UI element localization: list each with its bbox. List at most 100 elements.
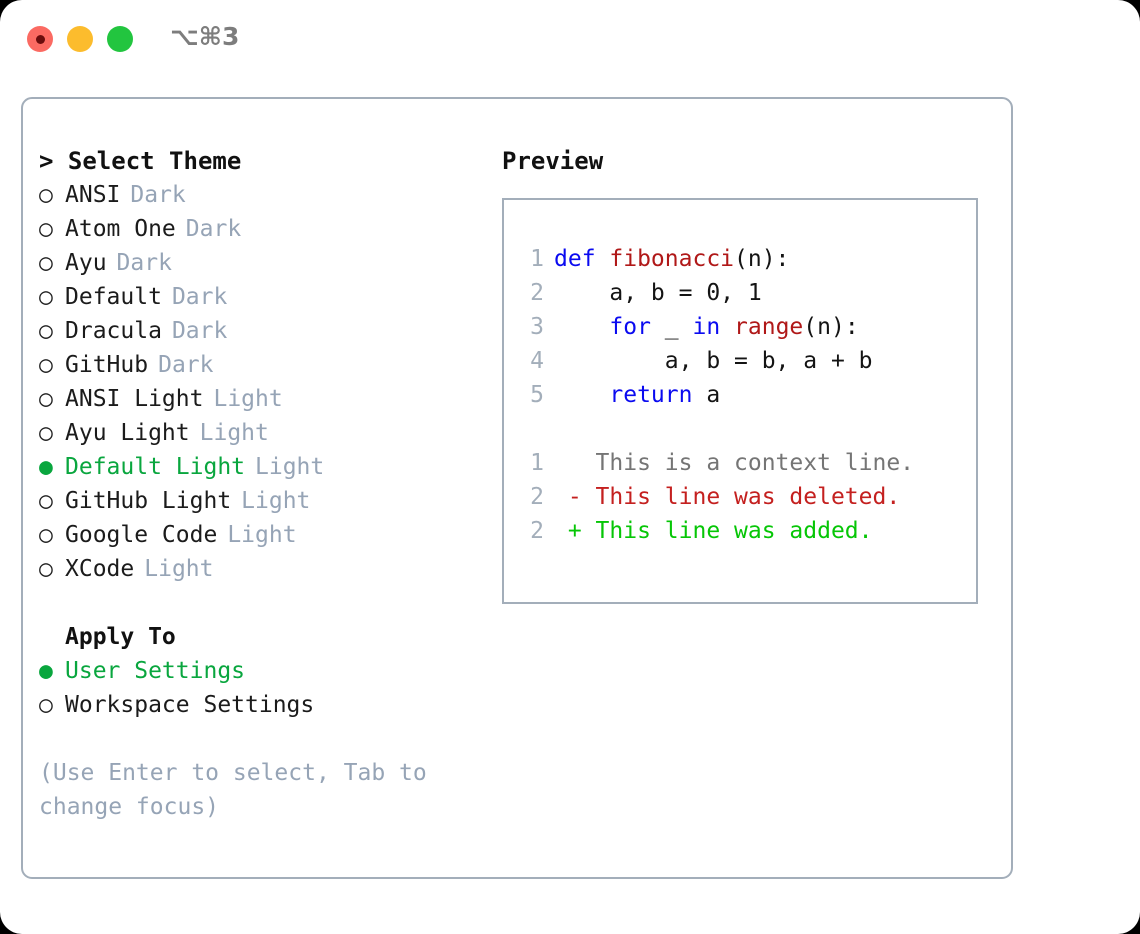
keyboard-shortcut-label: ⌥⌘3 [170,22,240,51]
code-token-keyword: def [554,246,610,272]
theme-option-label: Ayu Light [65,420,190,446]
theme-option-label: Ayu [65,250,107,276]
theme-option-ayu-light[interactable]: ○ Ayu Light Light [39,416,479,450]
theme-option-atom-one[interactable]: ○ Atom One Dark [39,212,479,246]
radio-selected-icon: ● [39,658,53,684]
code-line-number: 5 [530,382,544,408]
code-line-number: 4 [530,348,544,374]
theme-option-google-code[interactable]: ○ Google Code Light [39,518,479,552]
theme-option-label: Google Code [65,522,218,548]
diff-line-added: 2 + This line was added. [520,514,976,548]
theme-option-category: Dark [171,284,228,310]
code-line-number: 2 [530,280,544,306]
diff-line-context: 1 This is a context line. [520,446,976,480]
theme-option-label: XCode [65,556,135,582]
code-line-number: 1 [530,246,544,272]
theme-option-github-light[interactable]: ○ GitHub Light Light [39,484,479,518]
code-token-function: fibonacci [609,246,735,272]
radio-unselected-icon: ○ [39,318,53,344]
select-theme-heading: > Select Theme [39,147,242,175]
radio-unselected-icon: ○ [39,692,53,718]
code-token-plain: a, b = b, a + b [554,348,873,374]
theme-option-ayu[interactable]: ○ Ayu Dark [39,246,479,280]
theme-option-label: ANSI Light [65,386,204,412]
minimize-window-button[interactable] [67,26,93,52]
radio-unselected-icon: ○ [39,556,53,582]
code-token-plain: a [692,382,721,408]
code-line: 4 a, b = b, a + b [520,344,976,378]
radio-unselected-icon: ○ [39,522,53,548]
radio-unselected-icon: ○ [39,284,53,310]
code-token-plain: _ [650,314,693,340]
diff-sample: 1 This is a context line.2 - This line w… [520,446,976,548]
code-token-plain [554,382,609,408]
radio-unselected-icon: ○ [39,386,53,412]
code-line: 2 a, b = 0, 1 [520,276,976,310]
theme-option-category: Dark [185,216,242,242]
diff-line-number: 1 [530,450,544,476]
code-token-keyword: in [692,314,735,340]
radio-unselected-icon: ○ [39,182,53,208]
code-line-number: 3 [530,314,544,340]
list-spacer [39,586,479,620]
theme-option-category: Light [227,522,297,548]
apply-to-option-workspace-settings[interactable]: ○ Workspace Settings [39,688,479,722]
code-line: 1 def fibonacci(n): [520,242,976,276]
code-line-text: a, b = 0, 1 [554,276,762,310]
theme-option-label: Default Light [65,454,246,480]
diff-line-text: + This line was added. [554,518,873,544]
theme-option-category: Dark [171,318,228,344]
code-token-plain [554,314,609,340]
theme-option-label: GitHub [65,352,149,378]
apply-to-heading: Apply To [65,624,176,650]
diff-line-deleted: 2 - This line was deleted. [520,480,976,514]
apply-to-option-label: Workspace Settings [65,692,315,718]
code-token-plain: a, b = 0, 1 [554,280,762,306]
theme-option-label: GitHub Light [65,488,232,514]
code-token-plain: (n): [803,314,859,340]
apply-to-list[interactable]: ● User Settings ○ Workspace Settings [39,654,479,722]
maximize-window-button[interactable] [107,26,133,52]
code-token-function: range [734,314,804,340]
title-bar: ⌥⌘3 [0,0,1140,78]
theme-option-label: ANSI [65,182,121,208]
traffic-light-buttons [27,26,133,52]
close-window-button[interactable] [27,26,53,52]
theme-option-github[interactable]: ○ GitHub Dark [39,348,479,382]
code-token-keyword: for [609,314,651,340]
keyboard-hint-text: (Use Enter to select, Tab to change focu… [39,760,441,820]
code-token-keyword: return [609,382,693,408]
apply-to-option-user-settings[interactable]: ● User Settings [39,654,479,688]
apply-to-option-label: User Settings [65,658,246,684]
code-diff-gap [520,412,976,446]
theme-option-category: Light [199,420,269,446]
diff-line-text: - This line was deleted. [554,484,901,510]
radio-unselected-icon: ○ [39,352,53,378]
code-line-text: return a [554,378,720,412]
radio-unselected-icon: ○ [39,488,53,514]
radio-unselected-icon: ○ [39,420,53,446]
theme-option-category: Dark [158,352,214,378]
theme-option-category: Light [241,488,311,514]
theme-option-category: Dark [116,250,172,276]
theme-option-dracula[interactable]: ○ Dracula Dark [39,314,479,348]
radio-unselected-icon: ○ [39,250,53,276]
diff-line-text: This is a context line. [554,450,915,476]
theme-option-label: Atom One [65,216,176,242]
theme-option-category: Light [255,454,325,480]
radio-unselected-icon: ○ [39,216,53,242]
code-line-text: def fibonacci(n): [554,242,789,276]
code-line: 3 for _ in range(n): [520,310,976,344]
theme-option-label: Dracula [65,318,162,344]
